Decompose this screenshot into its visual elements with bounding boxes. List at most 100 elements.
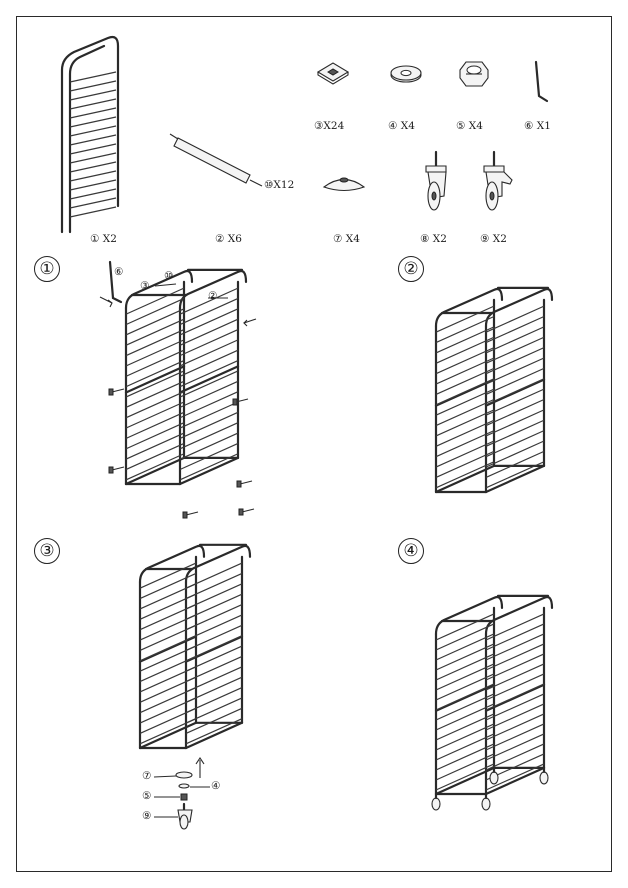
part-crossbar-drawing (169, 133, 263, 187)
shelf-rail (485, 683, 545, 711)
shelf-rail (139, 603, 197, 631)
shelf-rail (69, 98, 117, 110)
rack-crossbar (434, 378, 496, 407)
shelf-rail (139, 676, 197, 703)
rack-crossbar (138, 721, 198, 750)
shelf-rail (485, 315, 545, 344)
shelf-rail (435, 305, 495, 333)
rack-top-arch (434, 595, 504, 636)
shelf-rail (435, 763, 495, 791)
shelf-rail (125, 318, 185, 346)
shelf-rail (435, 409, 495, 437)
shelf-rail (179, 401, 239, 429)
shelf-rail (139, 614, 197, 641)
rack-top-arch (184, 544, 252, 584)
shelf-rail (435, 713, 495, 741)
step1-rack-drawing (124, 268, 248, 486)
rack-top-arch (138, 544, 206, 584)
shelf-rail (485, 378, 545, 406)
shelf-rail (179, 287, 239, 315)
shelf-rail (485, 693, 545, 721)
shelf-rail (435, 326, 495, 354)
shelf-rail (485, 643, 545, 671)
shelf-rail (435, 633, 495, 661)
shelf-rail (485, 326, 545, 354)
shelf-rail (485, 461, 545, 489)
shelf-rail (69, 107, 117, 119)
caster-wheel (481, 797, 491, 811)
shelf-rail (69, 161, 117, 173)
part-hex-key-drawing (534, 60, 549, 103)
shelf-rail (125, 401, 185, 429)
bolt-shaft (235, 398, 249, 403)
step1-callout-crossbar: ② (208, 290, 218, 302)
shelf-rail (125, 287, 185, 315)
rack-crossbar (184, 635, 244, 663)
part-hex-nut-drawing (459, 61, 489, 87)
shelf-rail (485, 388, 545, 416)
shelf-rail (69, 206, 117, 218)
shelf-rail (485, 409, 545, 437)
step3-callout-nut: ⑤ (142, 790, 152, 802)
shelf-rail (69, 197, 117, 209)
shelf-rail (435, 461, 495, 489)
part-label-6: ⑥ X1 (524, 120, 551, 132)
shelf-rail (485, 703, 545, 731)
step-4-number: ④ (398, 538, 424, 564)
shelf-rail (435, 378, 495, 406)
shelf-rail (69, 143, 117, 155)
shelf-rail (139, 635, 197, 662)
shelf-rail (485, 653, 545, 681)
shelf-rail (485, 673, 545, 701)
shelf-rail (125, 411, 185, 439)
part-label-8: ⑧ X2 (420, 233, 447, 245)
shelf-rail (125, 349, 185, 377)
shelf-rail (139, 583, 197, 610)
step4-rack-drawing (431, 594, 554, 811)
rack-crossbar (124, 456, 186, 486)
shelf-rail (139, 686, 197, 714)
shelf-rail (125, 339, 185, 367)
shelf-rail (179, 349, 239, 377)
shelf-rail (125, 360, 185, 388)
shelf-rail (435, 419, 495, 447)
bolt-shaft (241, 508, 255, 513)
step3-callout-foot-cap: ⑦ (142, 770, 152, 782)
shelf-rail (139, 697, 197, 724)
rack-top-arch (434, 287, 504, 328)
bolt-head (182, 511, 188, 519)
bolt-shaft (239, 480, 253, 485)
shelf-rail (435, 347, 495, 375)
shelf-rail (485, 613, 545, 641)
shelf-rail (179, 453, 239, 481)
shelf-rail (69, 134, 117, 146)
bolt-head (232, 398, 238, 406)
shelf-rail (435, 613, 495, 641)
shelf-rail (139, 718, 197, 745)
shelf-rail (139, 593, 197, 620)
shelf-rail (435, 388, 495, 416)
shelf-rail (485, 623, 545, 651)
part-foot-cap-drawing (322, 177, 366, 192)
rack-crossbar (484, 464, 546, 494)
shelf-rail (485, 440, 545, 468)
bolt-head (236, 480, 242, 488)
rack-crossbar (138, 635, 198, 663)
shelf-rail (435, 367, 495, 396)
shelf-rail (139, 655, 197, 683)
shelf-rail (485, 419, 545, 447)
step1-callout-bolt: ⑩ (164, 270, 174, 282)
part-label-2: ② X6 (215, 233, 242, 245)
part-brake-caster-drawing (483, 150, 513, 211)
shelf-rail (125, 328, 185, 357)
part-washer-drawing (390, 65, 422, 83)
part-side-frame-rails (69, 71, 117, 218)
shelf-rail (125, 308, 185, 336)
shelf-rail (139, 624, 197, 652)
shelf-rail (69, 170, 117, 182)
rack-crossbar (434, 683, 496, 712)
shelf-rail (435, 653, 495, 681)
shelf-rail (435, 693, 495, 721)
rack-crossbar (484, 378, 546, 407)
shelf-rail (485, 398, 545, 427)
